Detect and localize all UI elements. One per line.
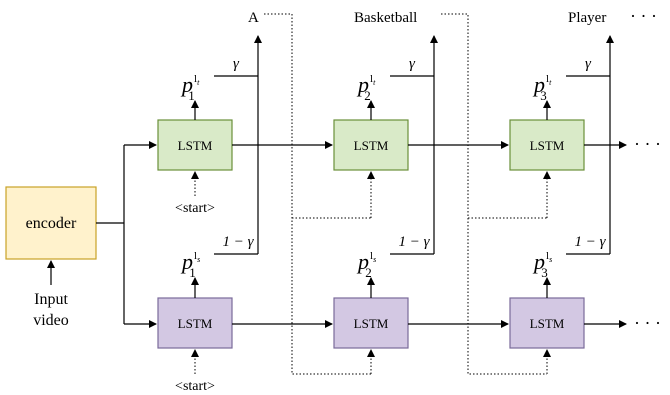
lstm-top-3-label: LSTM: [530, 138, 565, 153]
lstm-top-2-label: LSTM: [354, 138, 389, 153]
one-minus-gamma-label-2: 1 − γ: [398, 234, 430, 250]
one-minus-gamma-label-1: 1 − γ: [222, 234, 254, 250]
lstm-bottom-3-label: LSTM: [530, 316, 565, 331]
gamma-label-3: γ: [585, 56, 592, 72]
lstm-top-1: [157, 119, 233, 171]
feedback-1: [264, 13, 371, 375]
encoder-label: encoder: [26, 215, 77, 232]
lstm-bottom-3: [509, 297, 585, 349]
input-label-line2: video: [33, 312, 69, 329]
gamma-label-2: γ: [409, 56, 416, 72]
start-bottom-label: <start>: [175, 379, 215, 394]
lstm-bottom-1-label: LSTM: [178, 316, 213, 331]
bottom-ellipsis: · · ·: [634, 313, 661, 333]
feedback-2: [441, 13, 547, 375]
lstm-top-1-label: LSTM: [178, 138, 213, 153]
start-top-label: <start>: [175, 201, 215, 216]
encoder-box: [5, 186, 97, 260]
output-word-1: A: [248, 10, 259, 26]
lstm-bottom-2-label: LSTM: [354, 316, 389, 331]
gamma-label-1: γ: [233, 56, 240, 72]
output-word-2: Basketball: [354, 10, 417, 26]
one-minus-gamma-label-3: 1 − γ: [574, 234, 606, 250]
top-ellipsis: · · ·: [634, 134, 661, 154]
input-label-line1: Input: [34, 291, 68, 308]
output-word-3: Player: [568, 10, 606, 26]
output-ellipsis: · · ·: [630, 6, 657, 26]
